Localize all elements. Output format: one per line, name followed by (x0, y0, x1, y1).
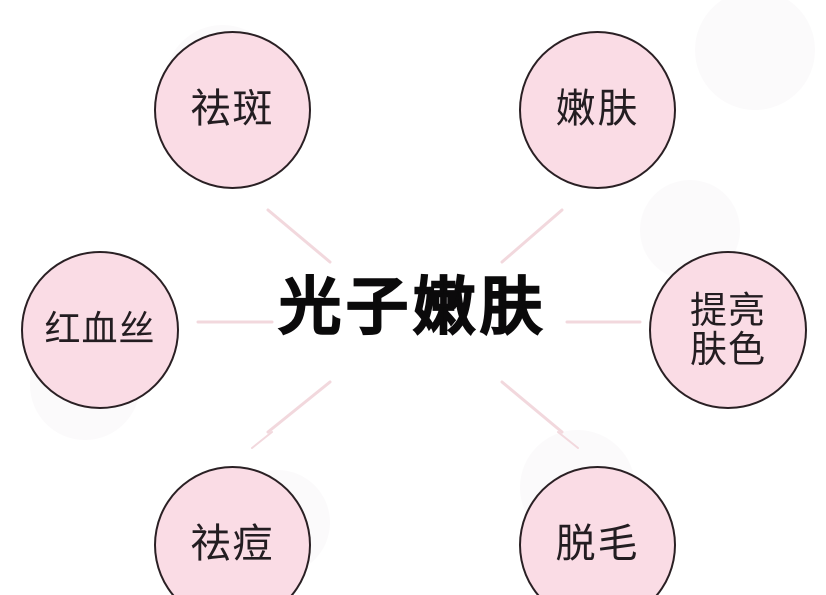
connector-bottom-right-outer (557, 431, 579, 449)
node-qubanian[interactable]: 祛斑 (154, 31, 311, 189)
connector-bottom-left (266, 380, 332, 434)
node-label: 提亮 肤色 (690, 288, 766, 371)
node-qudou[interactable]: 祛痘 (154, 466, 311, 595)
watermark-blob (695, 0, 815, 110)
connector-bottom-left-outer (251, 431, 273, 449)
node-tuomao[interactable]: 脱毛 (519, 466, 676, 595)
node-label: 嫩肤 (555, 86, 640, 133)
connector-top-right (500, 208, 564, 264)
node-label: 祛痘 (190, 521, 275, 568)
connector-top-left (266, 208, 332, 264)
node-label: 红血丝 (44, 309, 156, 351)
node-label: 脱毛 (555, 521, 640, 568)
node-label: 祛斑 (190, 86, 275, 133)
center-hub-title: 光子嫩肤 (278, 270, 547, 343)
node-nenfu[interactable]: 嫩肤 (519, 31, 676, 189)
node-hongxuesi[interactable]: 红血丝 (21, 251, 179, 409)
node-tiliang[interactable]: 提亮 肤色 (649, 251, 807, 409)
connector-bottom-right (500, 380, 564, 434)
